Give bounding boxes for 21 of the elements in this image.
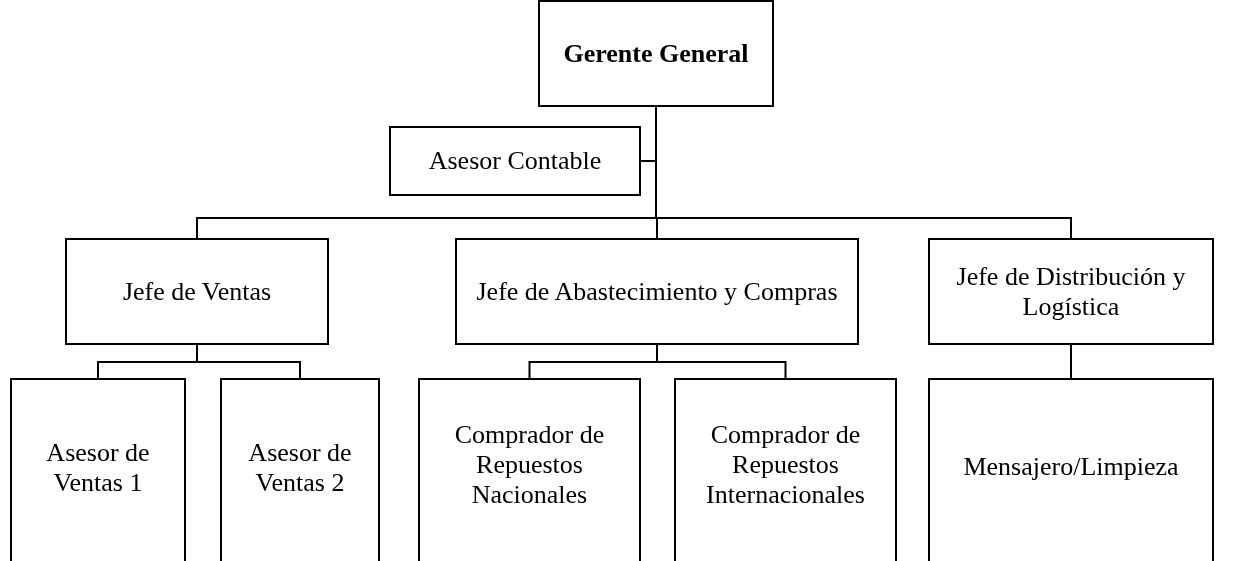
org-box [220,378,380,561]
position-title: Jefe de Ventas [122,276,272,307]
position-title: Comprador de Repuestos Nacionales [453,420,606,510]
position-title: Asesor Contable [428,146,602,176]
position-title: Asesor de Ventas 2 [247,438,353,498]
position-title: Asesor de Ventas 1 [45,438,151,498]
position-title: Jefe de Distribución y Logística [955,261,1187,322]
org-box [389,126,641,196]
org-box [455,238,859,345]
position-title: Mensajero/Limpieza [963,452,1179,482]
org-box [538,0,774,107]
org-box [674,378,897,561]
position-title: Jefe de Abastecimiento y Compras [476,276,838,307]
connector-line [1070,344,1072,379]
position-title: Gerente General [563,38,749,69]
org-box [928,238,1214,345]
org-box [418,378,641,561]
position-title: Comprador de Repuestos Internacionales [705,420,866,510]
org-box [928,378,1214,561]
org-box [10,378,186,561]
org-box [65,238,329,345]
